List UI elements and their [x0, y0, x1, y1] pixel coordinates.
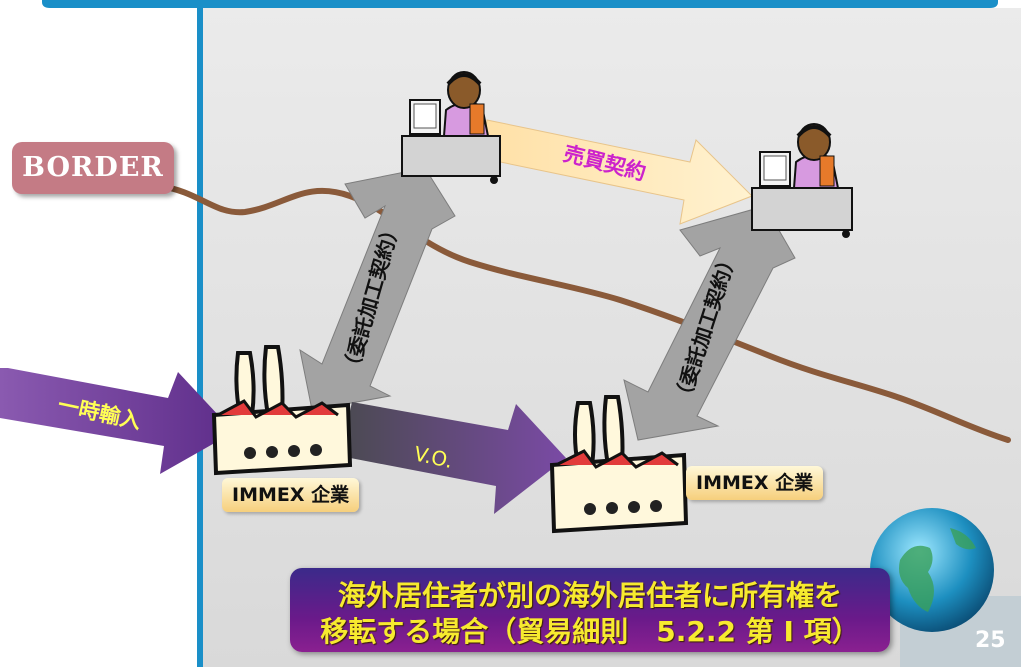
border-label: BORDER — [12, 142, 174, 194]
sales-contract-arrow — [480, 119, 753, 225]
operator-icon — [751, 123, 853, 238]
header-bar — [42, 0, 998, 8]
immex-company-label: IMMEX 企業 — [222, 478, 360, 512]
vo-arrow — [340, 402, 566, 514]
factory-icon — [211, 345, 353, 476]
caption-box: 海外居住者が別の海外居住者に所有権を 移転する場合（貿易細則 5.2.2 第 I… — [290, 568, 890, 652]
page-number: 25 — [975, 628, 1006, 653]
temporary-import-arrow — [0, 368, 234, 474]
consignment-arrow-1 — [299, 167, 456, 411]
operator-icon — [401, 71, 501, 184]
divider-line — [197, 8, 203, 667]
caption-line-2: 移転する場合（貿易細則 5.2.2 第 I 項） — [320, 615, 860, 648]
globe-icon — [870, 508, 1021, 667]
immex-company-label: IMMEX 企業 — [686, 466, 824, 500]
consignment-arrow-2 — [623, 205, 796, 441]
factory-icon — [549, 395, 689, 534]
border-line — [17, 159, 1011, 443]
caption-line-1: 海外居住者が別の海外居住者に所有権を — [337, 579, 842, 612]
